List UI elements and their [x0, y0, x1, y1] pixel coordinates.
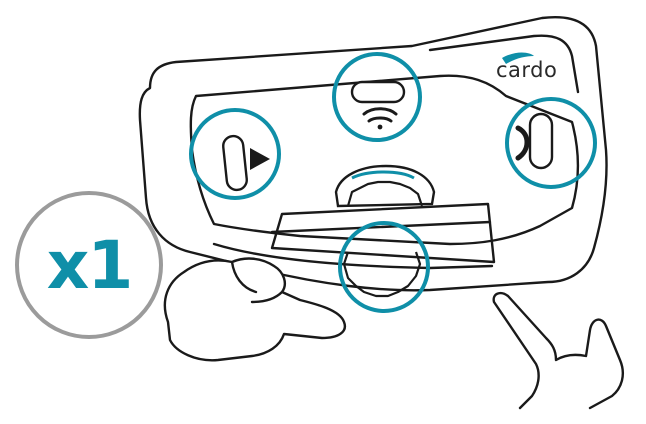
phone-button[interactable] — [515, 112, 554, 170]
jog-dial[interactable] — [334, 164, 436, 298]
jog-dial-icon — [342, 251, 422, 298]
wifi-icon — [362, 107, 398, 130]
jog-dial-knurl — [346, 180, 424, 207]
brand-logo-text: cardo — [496, 58, 558, 82]
device-clip-edge — [270, 220, 492, 234]
device-ridge — [428, 34, 580, 94]
play-button-body — [222, 134, 248, 192]
play-highlight-ring — [189, 108, 281, 200]
phone-button-body — [528, 112, 554, 170]
dial-highlight-ring — [338, 221, 430, 313]
press-count-label: x1 — [46, 226, 134, 304]
wifi-button[interactable] — [350, 80, 406, 130]
device-bottom-rail — [212, 242, 494, 270]
jog-dial-accent — [351, 170, 415, 180]
left-hand — [163, 257, 347, 362]
wifi-button-body — [350, 80, 406, 104]
device-faceplate — [189, 74, 580, 246]
phone-highlight-ring — [505, 97, 597, 189]
wifi-highlight-ring — [332, 52, 422, 142]
press-count-badge — [15, 191, 163, 339]
phone-icon — [515, 125, 530, 161]
device-clip — [270, 202, 496, 264]
device-outer-shell — [138, 15, 608, 292]
play-button[interactable] — [222, 134, 270, 192]
play-icon — [250, 148, 270, 170]
right-hand — [492, 291, 624, 410]
cardo-swoosh-icon — [502, 52, 534, 64]
